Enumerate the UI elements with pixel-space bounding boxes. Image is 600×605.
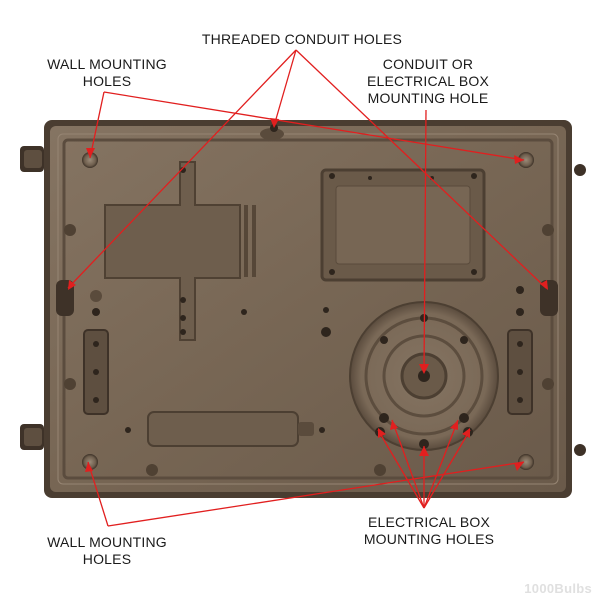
callout-arrowheads <box>68 118 548 472</box>
housing-plate <box>44 120 572 498</box>
label-line: ELECTRICAL BOX <box>367 514 491 530</box>
label-line: HOLES <box>82 73 132 89</box>
raised-cross-pad <box>104 161 256 341</box>
wall-mounting-holes-bottom-label: WALL MOUNTING HOLES <box>32 534 182 568</box>
conduit-or-electrical-box-label: CONDUIT OR ELECTRICAL BOX MOUNTING HOLE <box>348 56 508 107</box>
label-line: WALL MOUNTING <box>47 56 167 72</box>
wall-mounting-holes-top-label: WALL MOUNTING HOLES <box>32 56 182 90</box>
label-line: HOLES <box>82 551 132 567</box>
label-line: CONDUIT OR <box>382 56 474 72</box>
label-line: ELECTRICAL BOX <box>366 73 490 89</box>
electrical-box-mounting-holes-label: ELECTRICAL BOX MOUNTING HOLES <box>344 514 514 548</box>
side-standoffs <box>56 280 558 415</box>
threaded-conduit-holes-label: THREADED CONDUIT HOLES <box>196 31 408 48</box>
label-line: THREADED CONDUIT HOLES <box>201 31 403 47</box>
callout-lines <box>67 49 547 527</box>
lower-slot <box>125 411 325 447</box>
label-line: WALL MOUNTING <box>47 534 167 550</box>
hinge-tabs <box>20 146 586 456</box>
wall-mounting-holes <box>82 152 534 470</box>
upper-right-recess <box>320 168 486 282</box>
label-line: MOUNTING HOLE <box>367 90 489 106</box>
label-line: MOUNTING HOLES <box>363 531 495 547</box>
brand-watermark: 1000Bulbs <box>524 581 592 596</box>
small-bosses <box>64 224 554 476</box>
